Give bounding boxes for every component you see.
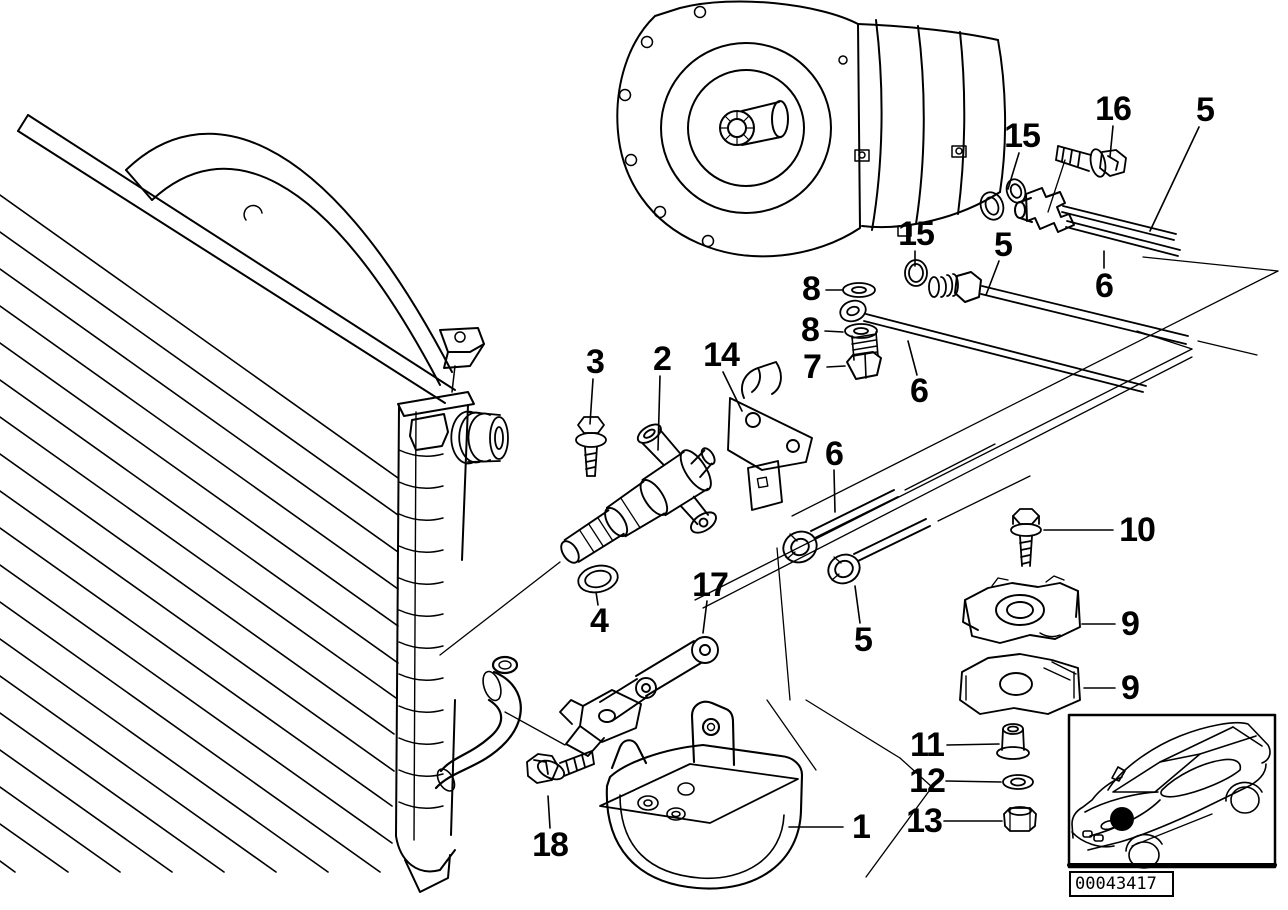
projection-lines [439, 159, 1279, 878]
washer-8-lower [844, 323, 878, 339]
pipe-6-mid [782, 443, 996, 564]
image-code-text: 00043417 [1075, 874, 1157, 894]
callout-9[interactable]: 9 [1121, 605, 1140, 643]
bolt-18 [526, 750, 595, 784]
clamp-9-lower [959, 653, 1081, 715]
bolt-16 [1055, 145, 1127, 178]
callout-10[interactable]: 10 [1119, 511, 1156, 549]
callout-1[interactable]: 1 [852, 808, 871, 846]
leader-lines [547, 125, 1200, 829]
pipe-5-upper [928, 271, 1258, 356]
bracket-14 [727, 361, 813, 511]
callout-9[interactable]: 9 [1121, 669, 1140, 707]
hollow-bolt-7 [846, 331, 882, 380]
leader-line-3 [589, 378, 594, 425]
callout-8[interactable]: 8 [802, 270, 821, 308]
leader-line-8 [824, 330, 844, 333]
leader-line-14 [722, 371, 743, 412]
washer-12 [1002, 774, 1034, 790]
leader-line-12 [945, 780, 1002, 783]
bushing-11 [996, 723, 1030, 760]
radiator [0, 114, 456, 873]
callout-18[interactable]: 18 [532, 826, 569, 864]
cooler-holes [637, 782, 695, 821]
bolt-10 [1010, 508, 1042, 567]
callout-14[interactable]: 14 [703, 336, 740, 374]
callout-6[interactable]: 6 [910, 372, 929, 410]
spline-ticks [719, 110, 755, 146]
filler-neck [450, 410, 509, 465]
leader-line-17 [702, 600, 708, 634]
nut-13 [1003, 806, 1037, 832]
leader-line-5 [985, 260, 1000, 296]
callout-7[interactable]: 7 [803, 348, 822, 386]
tank-bracket [439, 327, 485, 393]
callout-12[interactable]: 12 [909, 762, 946, 800]
bolt-3 [575, 416, 607, 477]
callout-15[interactable]: 15 [1004, 117, 1041, 155]
callout-5[interactable]: 5 [854, 621, 873, 659]
leader-line-4 [595, 591, 599, 606]
leader-line-7 [826, 365, 846, 368]
expansion-tank [395, 327, 509, 893]
radiator-hose [434, 655, 522, 792]
leader-line-5 [1149, 126, 1200, 232]
pipe-6-upper [839, 299, 1147, 393]
leader-line-16 [1109, 125, 1114, 158]
callout-6[interactable]: 6 [1095, 267, 1114, 305]
callout-17[interactable]: 17 [692, 566, 729, 604]
pipes-at-clamp [1061, 205, 1181, 257]
car-inset [1067, 713, 1277, 869]
callout-15[interactable]: 15 [898, 215, 935, 253]
washer-8-upper [842, 282, 876, 298]
callout-8[interactable]: 8 [801, 311, 820, 349]
leader-line-15 [1007, 152, 1020, 190]
leader-line-18 [547, 795, 551, 829]
o-rings-15 [904, 178, 1027, 287]
pipe-clamp-bracket [1014, 187, 1181, 257]
bell-bolt-holes [618, 5, 715, 248]
o-ring-4 [577, 564, 619, 594]
case-bosses [838, 55, 967, 237]
leader-line-11 [946, 743, 1000, 746]
callout-5[interactable]: 5 [1196, 91, 1215, 129]
leader-line-6 [907, 340, 918, 376]
leader-line-2 [657, 375, 661, 451]
image-code-stamp: 00043417 [1069, 871, 1174, 897]
fan-shroud [125, 132, 453, 386]
bracket-17 [559, 636, 719, 757]
callout-13[interactable]: 13 [906, 802, 943, 840]
callout-16[interactable]: 16 [1095, 90, 1132, 128]
callout-6[interactable]: 6 [825, 435, 844, 473]
tank-ribs [398, 449, 444, 809]
clamp-9-upper [962, 575, 1081, 644]
leader-line-6 [833, 469, 836, 513]
callout-5[interactable]: 5 [994, 226, 1013, 264]
location-dot [1110, 807, 1134, 831]
callout-4[interactable]: 4 [590, 602, 609, 640]
leader-line-5 [854, 585, 861, 624]
callout-11[interactable]: 11 [910, 726, 945, 764]
thermostat-2 [560, 423, 717, 564]
callout-2[interactable]: 2 [653, 340, 672, 378]
transmission [616, 0, 1007, 258]
callout-3[interactable]: 3 [586, 343, 605, 381]
pipe-5-mid [827, 475, 1031, 585]
car-outline-icon [1071, 721, 1271, 869]
